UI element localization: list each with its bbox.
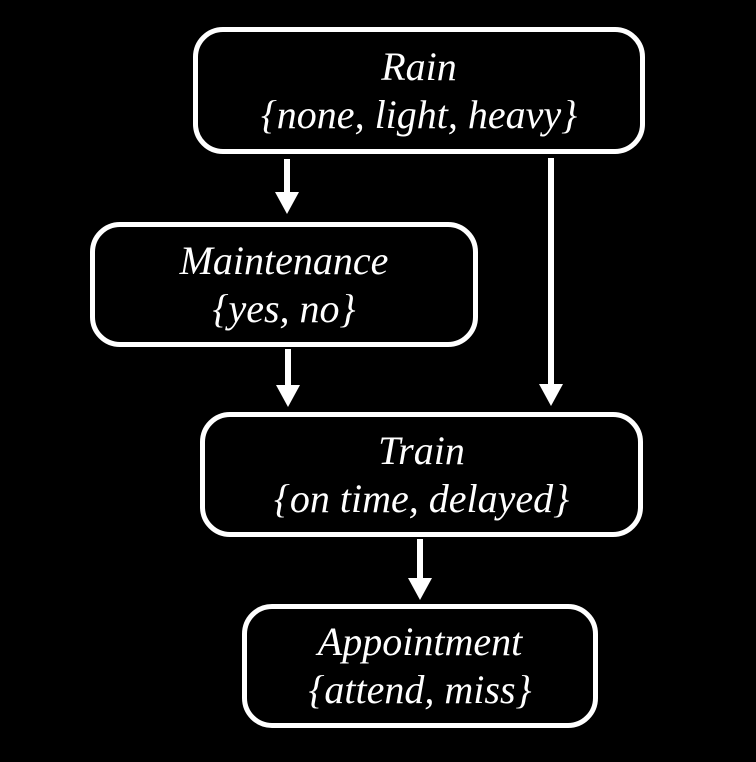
arrow-head-icon: [275, 192, 299, 214]
arrow-head-icon: [408, 578, 432, 600]
node-rain: Rain {none, light, heavy}: [193, 27, 645, 154]
edge-maintenance-to-train-arrow-icon: [276, 349, 300, 407]
arrow-head-icon: [276, 385, 300, 407]
node-appointment-label: Appointment: [317, 619, 523, 664]
edge-rain-to-train-arrow-icon: [539, 158, 563, 406]
node-rain-label: Rain: [381, 43, 457, 89]
node-rain-domain: {none, light, heavy}: [260, 91, 578, 137]
node-appointment: Appointment {attend, miss}: [242, 604, 598, 728]
arrow-shaft: [548, 158, 554, 384]
edge-train-to-appointment-arrow-icon: [408, 539, 432, 600]
arrow-head-icon: [539, 384, 563, 406]
node-train-label: Train: [378, 427, 465, 473]
arrow-shaft: [285, 349, 291, 385]
node-appointment-domain: {attend, miss}: [308, 667, 532, 712]
node-maintenance: Maintenance {yes, no}: [90, 222, 478, 347]
arrow-shaft: [284, 159, 290, 192]
arrow-shaft: [417, 539, 423, 578]
edge-rain-to-maintenance-arrow-icon: [275, 159, 299, 214]
node-train-domain: {on time, delayed}: [273, 475, 570, 521]
node-train: Train {on time, delayed}: [200, 412, 643, 537]
node-maintenance-domain: {yes, no}: [212, 285, 356, 331]
node-maintenance-label: Maintenance: [179, 237, 389, 283]
